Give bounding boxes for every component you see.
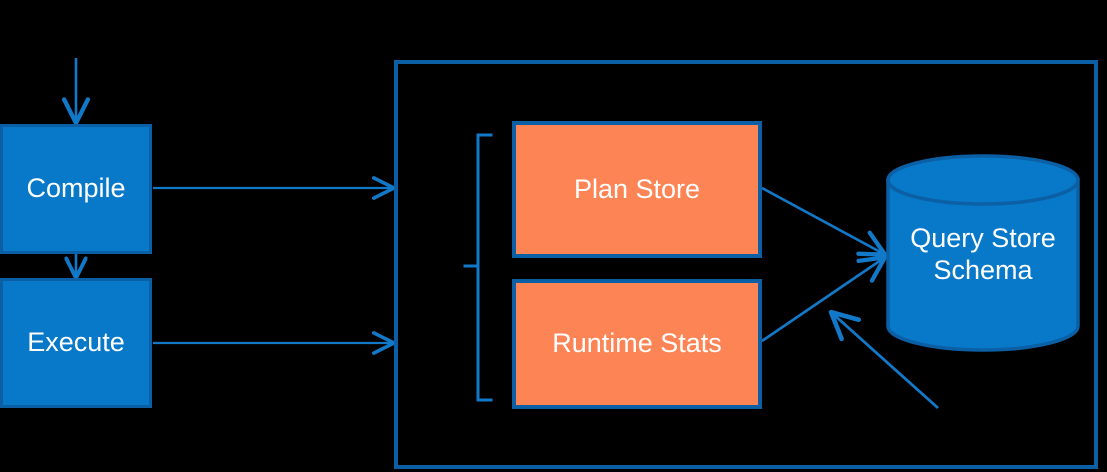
- connector-plan-store-to-schema: [761, 186, 888, 257]
- node-plan-store[interactable]: [512, 121, 762, 258]
- query-store-schema-cylinder: [886, 154, 1080, 352]
- query-store-container: [394, 60, 1098, 469]
- store-group-bracket: [463, 133, 493, 402]
- node-runtime-stats[interactable]: [512, 279, 762, 409]
- node-execute[interactable]: [0, 278, 152, 408]
- connector-external-to-schema: [828, 309, 939, 410]
- connector-runtime-stats-to-schema: [761, 255, 888, 343]
- node-compile[interactable]: [0, 124, 152, 254]
